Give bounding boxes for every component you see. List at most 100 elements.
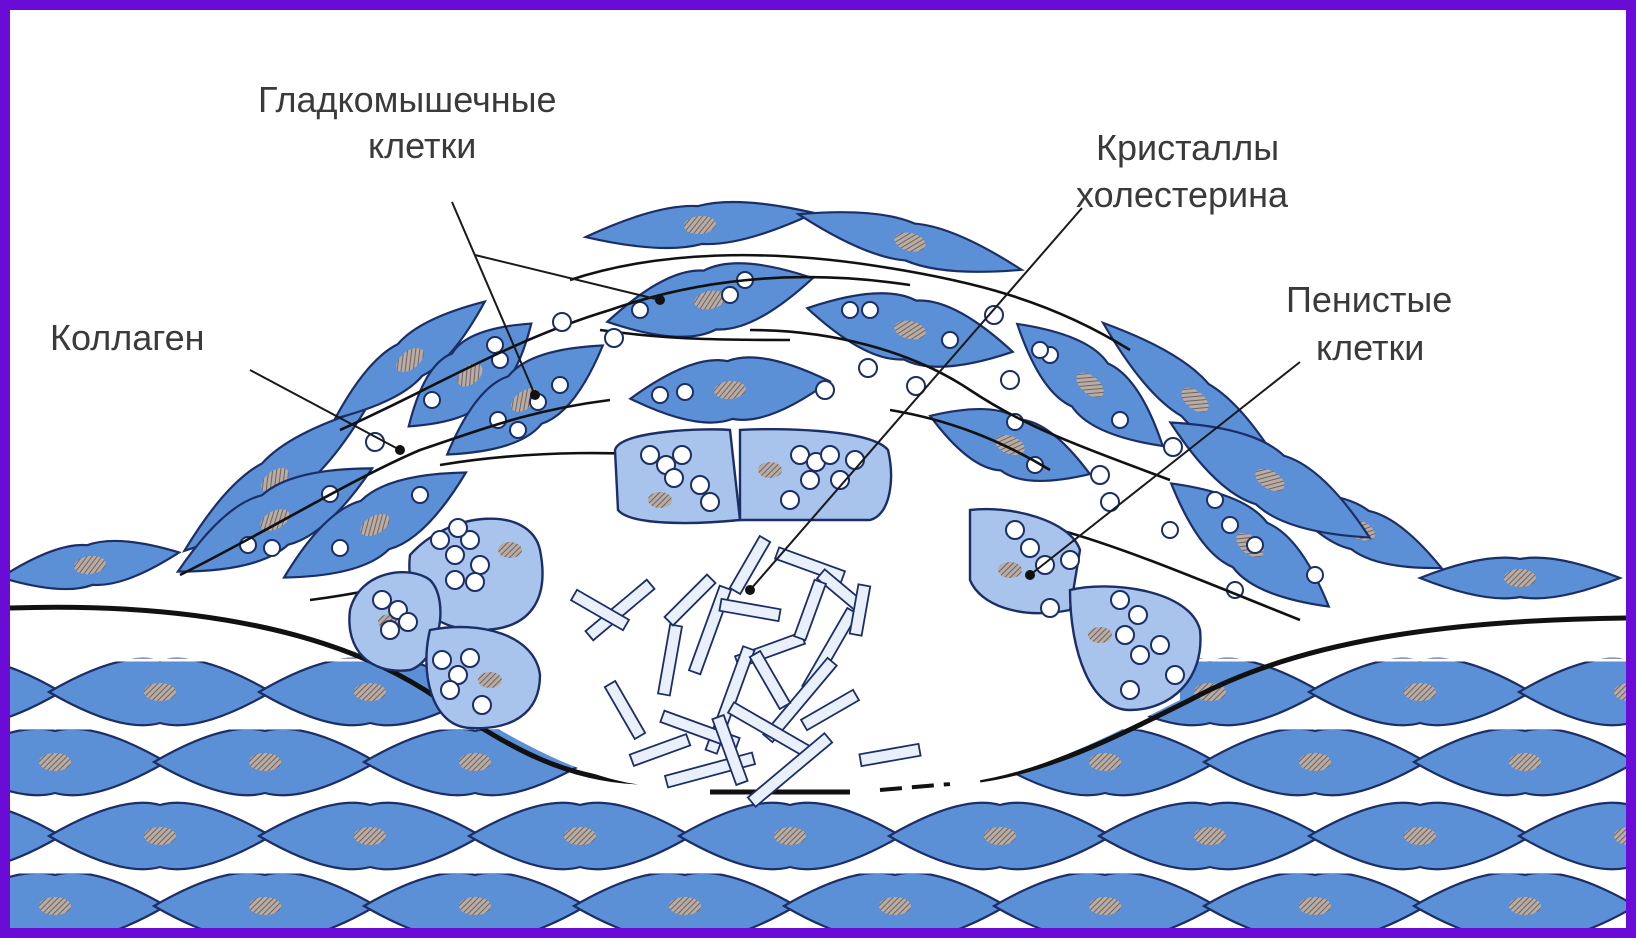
cell-nucleus [249, 753, 281, 771]
lipid-droplet [1307, 567, 1323, 583]
label-cholesterol-line2: холестерина [1076, 174, 1289, 215]
cell-nucleus [459, 897, 491, 915]
cell-nucleus [1404, 827, 1436, 845]
leader-dot [655, 295, 665, 305]
foam-lipid-droplet [801, 471, 819, 489]
free-lipid-droplet [859, 359, 877, 377]
leader-dot [1025, 570, 1035, 580]
endothelial-cell [584, 193, 817, 258]
cell-nucleus [669, 897, 701, 915]
free-lipid-droplet [1001, 371, 1019, 389]
foam-lipid-droplet [446, 571, 464, 589]
foam-lipid-droplet [446, 546, 464, 564]
foam-lipid-droplet [431, 531, 449, 549]
foam-lipid-droplet [846, 451, 864, 469]
foam-lipid-droplet [1021, 539, 1039, 557]
lipid-droplet [632, 302, 648, 318]
lipid-droplet [677, 384, 693, 400]
cell-nucleus [564, 827, 596, 845]
lipid-droplet [1207, 492, 1223, 508]
foam-cell-nucleus [1088, 627, 1112, 643]
lipid-droplet [722, 287, 738, 303]
foam-lipid-droplet [433, 651, 451, 669]
foam-lipid-droplet [449, 519, 467, 537]
foam-lipid-droplet [1166, 666, 1184, 684]
endothelial-cell [1420, 558, 1620, 599]
leader-dot [745, 585, 755, 595]
foam-cell-nucleus [498, 542, 522, 558]
lipid-droplet [1032, 342, 1048, 358]
cell-nucleus [1299, 753, 1331, 771]
lipid-droplet [552, 377, 568, 393]
cell-nucleus [984, 827, 1016, 845]
leader-line [475, 255, 660, 300]
lipid-droplet [1112, 412, 1128, 428]
foam-lipid-droplet [473, 696, 491, 714]
foam-lipid-droplet [1131, 646, 1149, 664]
lipid-droplet [1162, 522, 1178, 538]
cell-nucleus [1404, 683, 1436, 701]
foam-lipid-droplet [471, 556, 489, 574]
cell-nucleus [1504, 569, 1536, 587]
foam-lipid-droplet [821, 446, 839, 464]
cell-nucleus [1194, 827, 1226, 845]
free-lipid-droplet [1091, 466, 1109, 484]
label-collagen: Коллаген [50, 317, 204, 358]
label-foam-line2: клетки [1316, 327, 1424, 368]
cell-nucleus [459, 753, 491, 771]
leader-dot [395, 445, 405, 455]
atherosclerotic-plaque-diagram: Гладкомышечные клетки Коллаген Кристаллы… [10, 10, 1626, 928]
lipid-droplet [1222, 517, 1238, 533]
free-lipid-droplet [553, 313, 571, 331]
lipid-droplet [1247, 537, 1263, 553]
foam-cell-nucleus [478, 672, 502, 688]
free-lipid-droplet [816, 381, 834, 399]
foam-lipid-droplet [1111, 591, 1129, 609]
foam-lipid-droplet [1121, 681, 1139, 699]
foam-lipid-droplet [673, 446, 691, 464]
foam-cell-nucleus [648, 492, 672, 508]
label-foam-line1: Пенистые [1286, 279, 1452, 320]
lipid-droplet [510, 422, 526, 438]
label-smooth-muscle-line2: клетки [368, 125, 476, 166]
lipid-droplet [942, 332, 958, 348]
foam-lipid-droplet [441, 681, 459, 699]
lipid-droplet [332, 540, 348, 556]
foam-lipid-droplet [466, 573, 484, 591]
cell-nucleus [879, 897, 911, 915]
free-lipid-droplet [1101, 493, 1119, 511]
foam-cell-nucleus [758, 462, 782, 478]
cell-nucleus [774, 827, 806, 845]
cell-nucleus [39, 897, 71, 915]
lipid-droplet [264, 540, 280, 556]
foam-lipid-droplet [1151, 636, 1169, 654]
foam-lipid-droplet [373, 591, 391, 609]
cell-nucleus [144, 683, 176, 701]
free-lipid-droplet [605, 329, 623, 347]
foam-lipid-droplet [641, 446, 659, 464]
smooth-muscle-cell [801, 277, 1020, 384]
cell-nucleus [1089, 753, 1121, 771]
cell-nucleus [1089, 897, 1121, 915]
foam-lipid-droplet [1129, 606, 1147, 624]
cell-nucleus [39, 753, 71, 771]
diagram-canvas: Гладкомышечные клетки Коллаген Кристаллы… [10, 10, 1626, 928]
foam-lipid-droplet [701, 493, 719, 511]
cell-nucleus [1509, 897, 1541, 915]
label-cholesterol-line1: Кристаллы [1096, 127, 1279, 168]
foam-cell-nucleus [998, 562, 1022, 578]
leader-dot [530, 390, 540, 400]
foam-lipid-droplet [381, 621, 399, 639]
foam-lipid-droplet [1006, 521, 1024, 539]
lipid-droplet [424, 392, 440, 408]
foam-lipid-droplet [1061, 551, 1079, 569]
endothelial-cell [793, 194, 1026, 289]
foam-lipid-droplet [1116, 626, 1134, 644]
lipid-droplet [487, 337, 503, 353]
lipid-droplet [862, 302, 878, 318]
cell-nucleus [1509, 753, 1541, 771]
foam-lipid-droplet [399, 613, 417, 631]
cell-nucleus [354, 827, 386, 845]
free-lipid-droplet [1164, 438, 1182, 456]
